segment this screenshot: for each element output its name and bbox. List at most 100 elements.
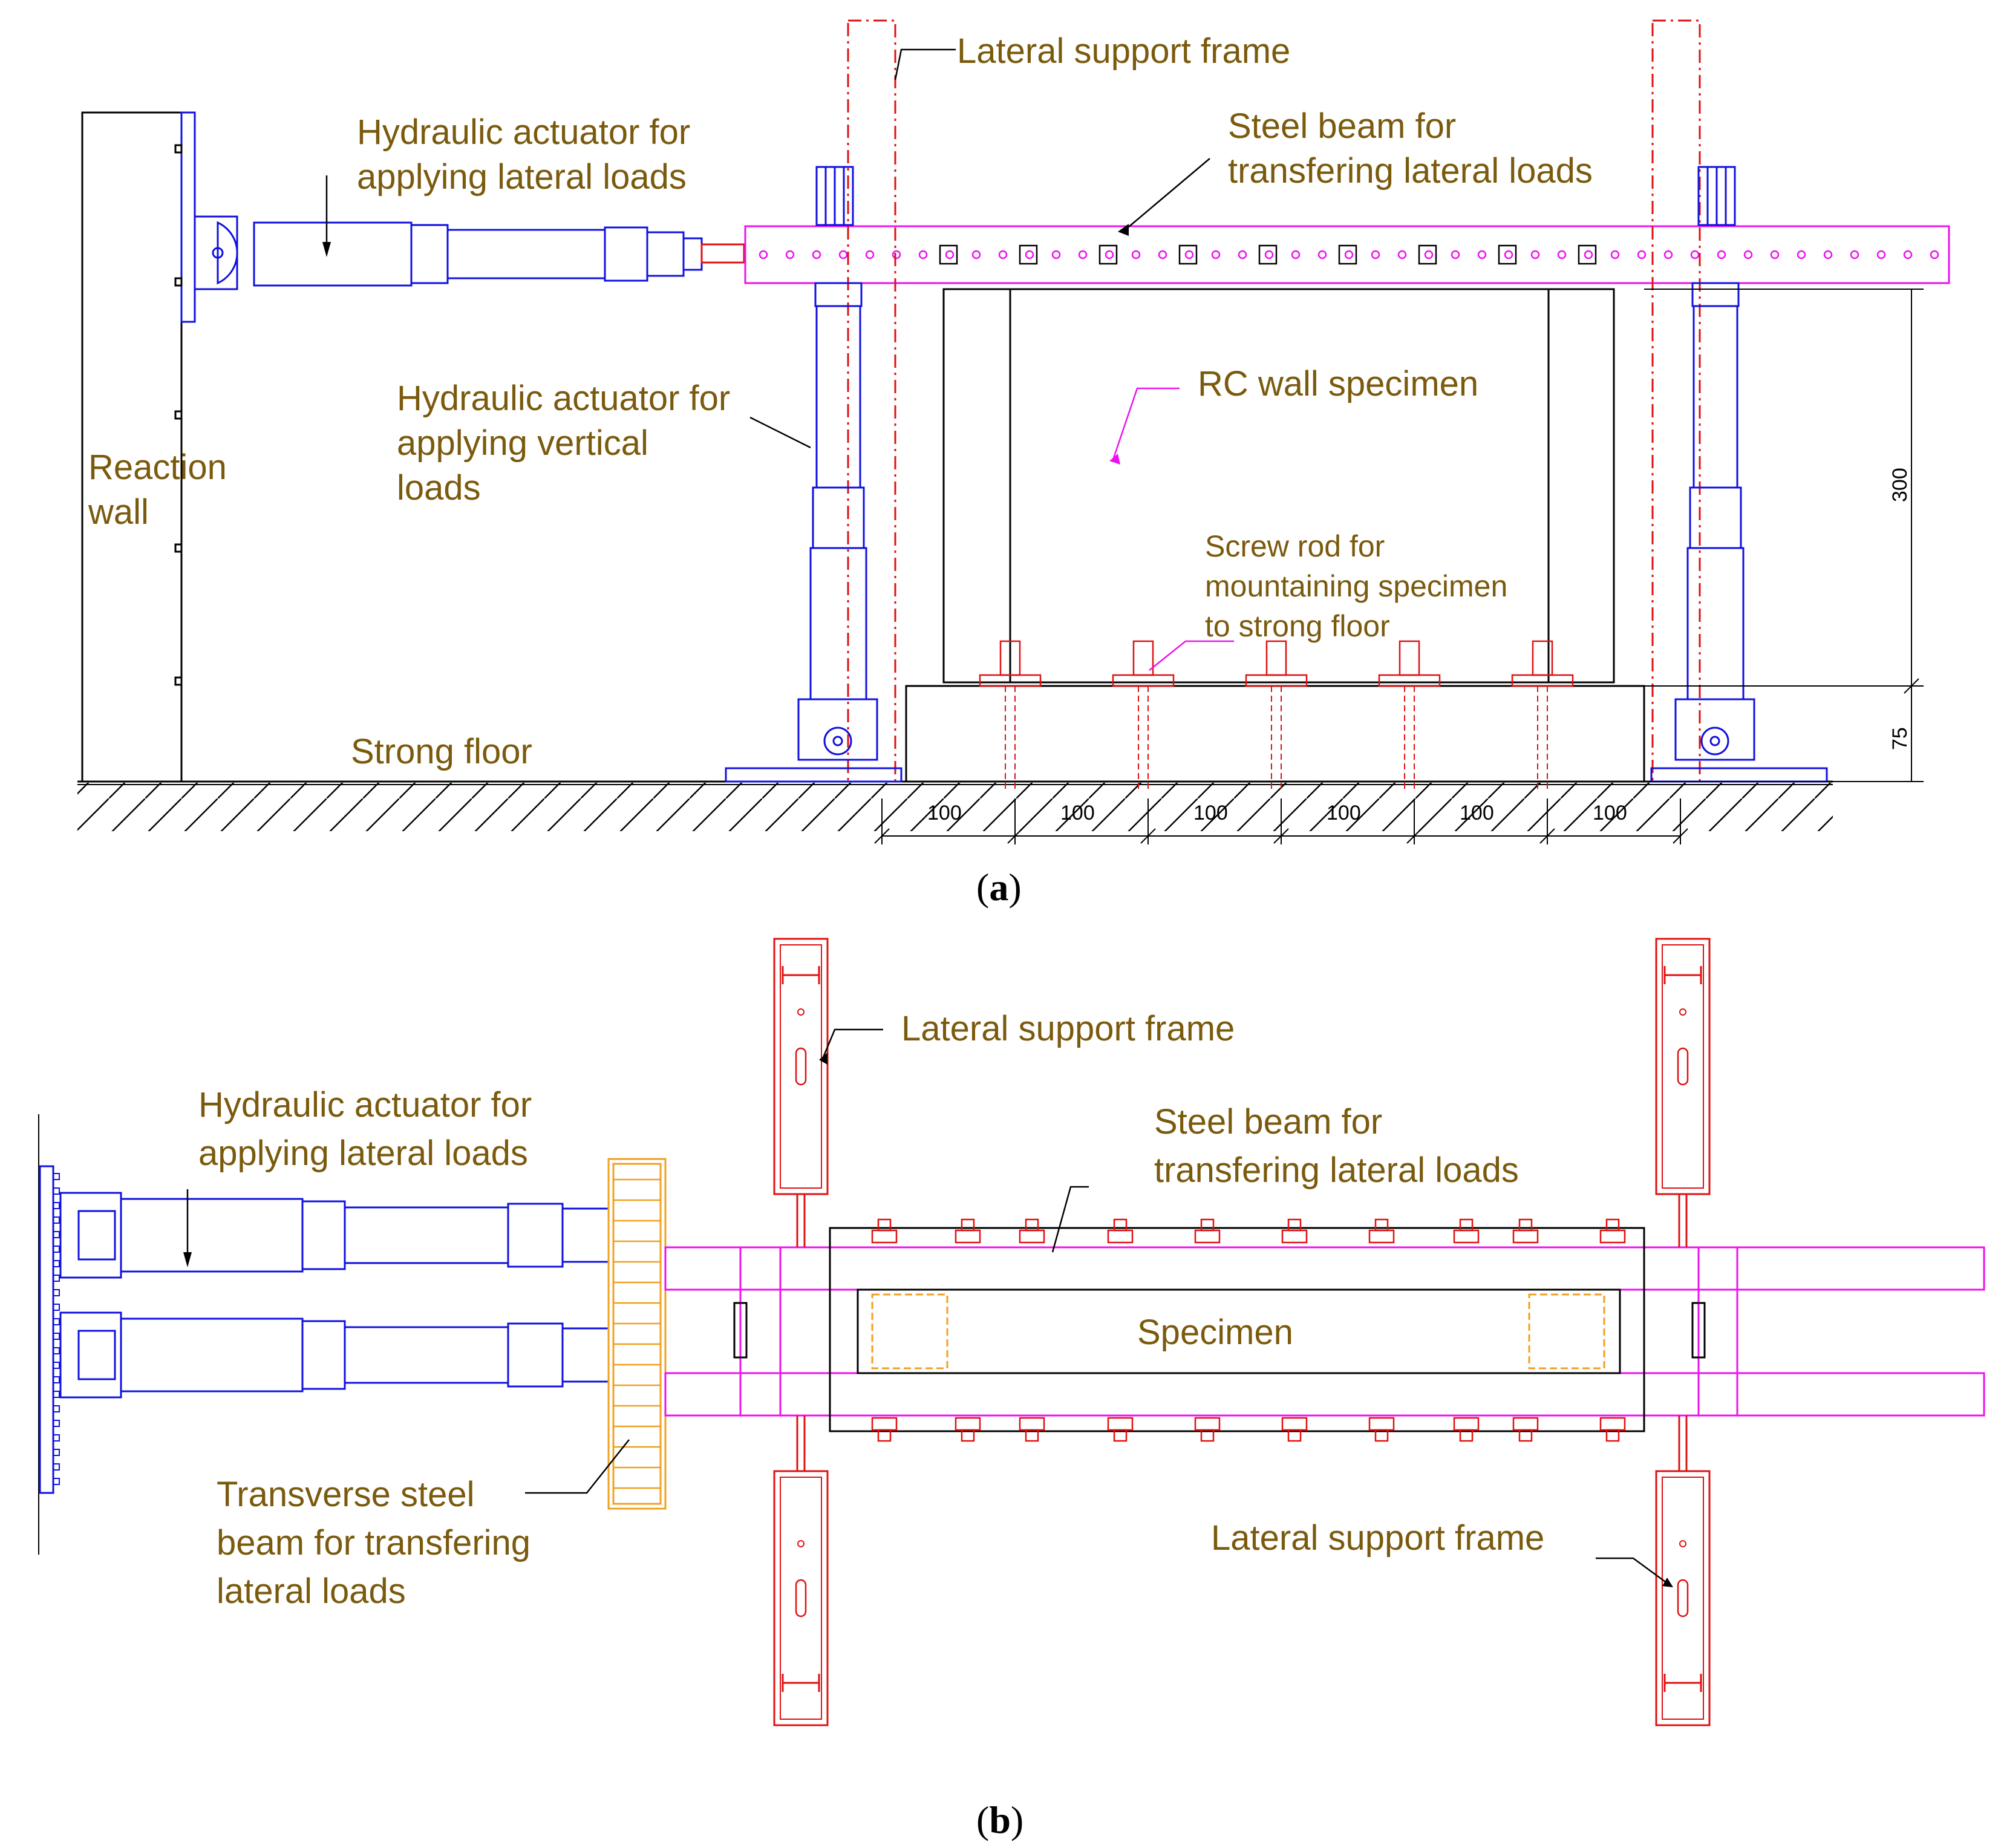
support-frame-body [1655,1470,1711,1726]
screw-rods [979,640,1574,792]
bolt-bottom [1368,1417,1395,1431]
beam-hole [865,250,875,260]
wall-tooth [53,1202,60,1209]
beam-hole [1743,250,1753,260]
actuator-rod [344,1326,509,1384]
wall-tooth [53,1187,60,1195]
bolt-top [1512,1229,1539,1244]
bolt-bottom-nut [877,1429,892,1442]
lateral-support-frames-b [773,938,1711,1726]
beam-hole [1637,250,1647,260]
beam-bolt-plate [1498,244,1517,265]
wall-tooth [53,1347,60,1354]
bolt-bottom [1281,1417,1308,1431]
bolt-top-nut [1113,1218,1128,1232]
bolt-bottom [1512,1417,1539,1431]
lateral-actuator-a [194,215,745,290]
rc-wall-specimen [905,288,1645,783]
dim-spacing-4: 100 [1327,802,1361,824]
beam-hole [1397,250,1407,260]
leader-lines-a [322,48,1234,671]
label-actuator-vertical-line1: Hydraulic actuator for [397,379,730,418]
beam-bolt-plate [939,244,958,265]
actuator-rod [344,1206,509,1264]
support-frame-hole [1679,1540,1686,1547]
bolt-top [1281,1229,1308,1244]
support-frame-slot [795,1047,807,1086]
bolt-bottom [871,1417,898,1431]
screw-rod-nut [1399,640,1420,676]
label-reaction-wall-line1: Reaction [88,448,227,487]
vertical-actuator-right [1650,166,1828,783]
label-screw-rod-line1: Screw rod for [1205,529,1385,563]
bolt-top-nut [1287,1218,1302,1232]
actuator-end-clevis [561,1207,610,1263]
wall-tooth [53,1289,60,1296]
wall-tooth [53,1391,60,1398]
dim-height-base: 75 [1888,727,1911,750]
actuator-end [507,1322,564,1388]
label-actuator-lateral-b-line2: applying lateral loads [198,1134,528,1173]
bolt-bottom [1194,1417,1221,1431]
bolt-top-nut [1518,1218,1533,1232]
screw-rod-plate [1378,674,1441,687]
wall-tooth [53,1376,60,1383]
dim-tick [1007,828,1023,844]
screw-rod-nut [1265,640,1287,676]
beam-hole [1291,250,1301,260]
dim-tick [1673,828,1688,844]
beam-hole [1584,250,1593,260]
label-steel-beam-a-line1: Steel beam for [1228,106,1456,146]
bolt-bottom-nut [1459,1429,1474,1442]
actuator-end [507,1203,564,1268]
wall-tooth [53,1173,60,1180]
label-lateral-support-frame-a: Lateral support frame [957,31,1290,71]
beam-hole [1264,250,1274,260]
beam-hole [1770,250,1780,260]
beam-hole [998,250,1008,260]
dim-spacing-5: 100 [1460,802,1494,824]
label-rc-wall-specimen: RC wall specimen [1198,364,1478,403]
panel-b-plan: Lateral support frame Hydraulic actuator… [38,938,1985,1841]
lateral-support-frame-a-right [1651,19,1701,783]
steel-beam-b [664,1246,1985,1417]
beam-hole [1876,250,1886,260]
label-actuator-lateral-a-line1: Hydraulic actuator for [357,113,690,152]
beam-hole [1078,250,1088,260]
bolt-top [1107,1229,1134,1244]
caption-b: (b) [976,1798,1023,1841]
wall-tooth [53,1318,60,1325]
bolt-bottom-nut [1200,1429,1215,1442]
wall-tooth [53,1333,60,1340]
beam-hole [1663,250,1673,260]
panel-a-elevation: 300 75 100 100 100 100 100 100 Lateral s… [77,19,1950,909]
leader-lines-b [183,1028,1673,1587]
reaction-wall [81,111,196,783]
actuator-clevis [59,1192,122,1279]
beam-hole [892,250,901,260]
label-steel-beam-b-line2: transfering lateral loads [1154,1151,1519,1190]
beam-hole [1051,250,1061,260]
beam-hole [1530,250,1540,260]
bolt-top [871,1229,898,1244]
dim-spacing-2: 100 [1060,802,1095,824]
label-steel-beam-a-line2: transfering lateral loads [1228,151,1593,191]
beam-hole [1344,250,1354,260]
strong-floor-hatching [77,780,1833,831]
support-frame-body [1655,938,1711,1195]
dim-spacings: 100 100 100 100 100 100 [927,802,1627,824]
label-transverse-beam-line2: beam for transfering [217,1523,530,1562]
actuator-collar [301,1320,346,1390]
bolt-top [1599,1229,1626,1244]
actuator-end-clevis [561,1327,610,1383]
bolt-bottom [1019,1417,1045,1431]
beam-hole [1105,250,1114,260]
specimen-bolts [871,1218,1626,1442]
support-frame-body [773,938,829,1195]
wall-tooth [53,1246,60,1253]
wall-tooth [53,1362,60,1369]
beam-hole [1158,250,1167,260]
support-frame-inner [1662,1477,1704,1720]
dim-tick [1406,828,1422,844]
